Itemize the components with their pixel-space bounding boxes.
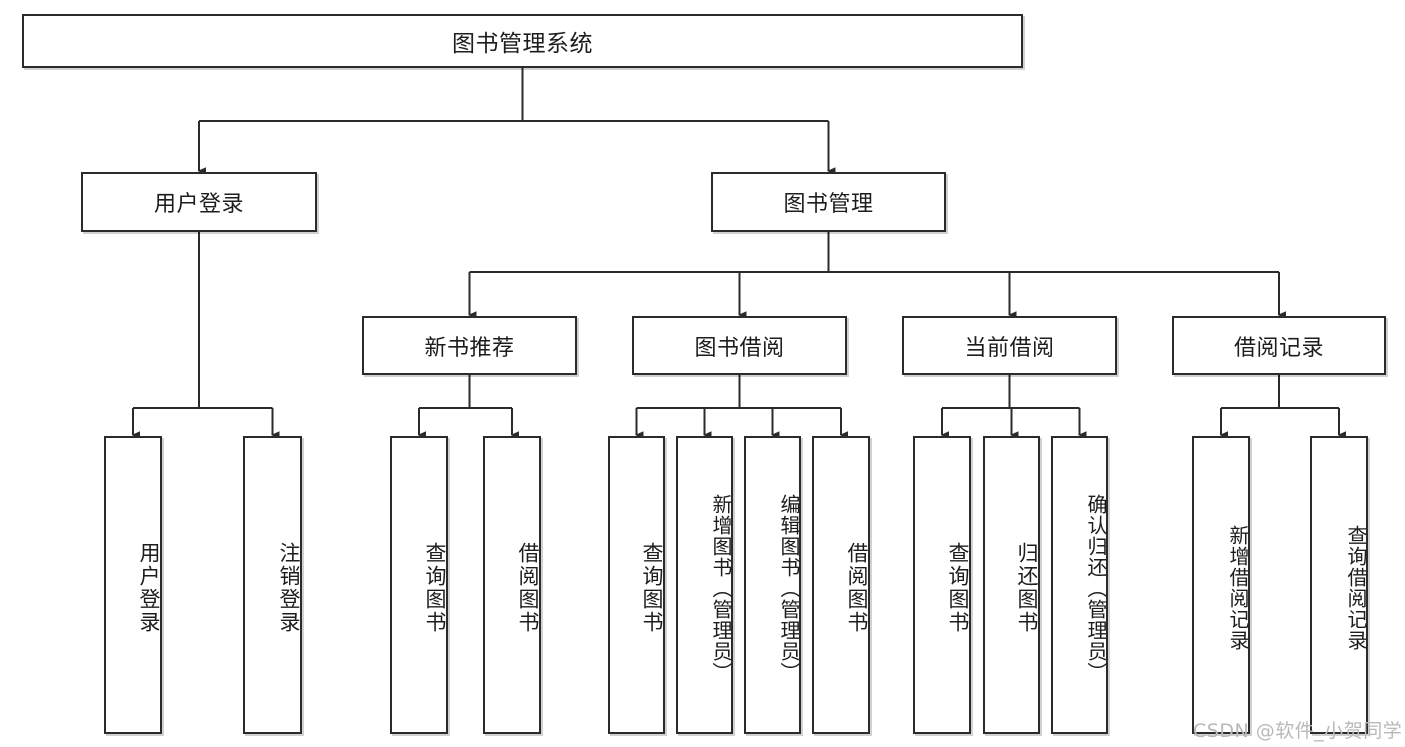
node-label-leaf-query-book-2: 查询图书 — [640, 542, 664, 634]
node-label-new-book-rec: 新书推荐 — [424, 335, 515, 361]
node-leaf-add-record[interactable]: 新增借阅记录 — [1192, 436, 1250, 734]
node-label-user-login: 用户登录 — [153, 192, 244, 217]
node-label-leaf-user-login: 用户登录 — [137, 542, 161, 634]
node-leaf-borrow-book-2[interactable]: 借阅图书 — [812, 436, 870, 734]
node-label-loan-record: 借阅记录 — [1233, 335, 1324, 361]
node-leaf-return-book[interactable]: 归还图书 — [983, 436, 1040, 734]
node-leaf-confirm-return[interactable]: 确认归还（管理员） — [1051, 436, 1108, 734]
node-leaf-user-logout[interactable]: 注销登录 — [243, 436, 302, 734]
node-label-leaf-add-record: 新增借阅记录 — [1226, 525, 1250, 651]
node-label-book-manage: 图书管理 — [783, 192, 874, 217]
node-book-manage[interactable]: 图书管理 — [711, 172, 946, 232]
node-new-book-rec[interactable]: 新书推荐 — [362, 316, 577, 375]
node-book-borrow[interactable]: 图书借阅 — [632, 316, 847, 375]
node-user-login[interactable]: 用户登录 — [81, 172, 317, 232]
node-current-loan[interactable]: 当前借阅 — [902, 316, 1117, 375]
edge-group — [131, 68, 1347, 439]
node-label-leaf-borrow-book-1: 借阅图书 — [516, 542, 540, 634]
node-leaf-edit-book[interactable]: 编辑图书（管理员） — [744, 436, 801, 734]
node-leaf-query-book-1[interactable]: 查询图书 — [390, 436, 448, 734]
node-loan-record[interactable]: 借阅记录 — [1172, 316, 1386, 375]
node-label-leaf-query-book-1: 查询图书 — [423, 542, 447, 634]
node-label-leaf-add-book: 新增图书（管理员） — [709, 493, 733, 683]
node-root[interactable]: 图书管理系统 — [22, 14, 1023, 68]
node-leaf-query-record[interactable]: 查询借阅记录 — [1310, 436, 1368, 734]
node-leaf-user-login[interactable]: 用户登录 — [104, 436, 162, 734]
node-label-book-borrow: 图书借阅 — [694, 335, 785, 361]
node-label-leaf-query-book-3: 查询图书 — [946, 542, 970, 634]
node-label-leaf-edit-book: 编辑图书（管理员） — [777, 493, 801, 683]
node-label-leaf-confirm-return: 确认归还（管理员） — [1084, 493, 1108, 683]
node-label-current-loan: 当前借阅 — [964, 335, 1055, 361]
node-label-leaf-user-logout: 注销登录 — [277, 542, 301, 634]
node-label-leaf-query-record: 查询借阅记录 — [1344, 525, 1368, 651]
node-leaf-query-book-3[interactable]: 查询图书 — [913, 436, 971, 734]
node-leaf-query-book-2[interactable]: 查询图书 — [608, 436, 665, 734]
node-label-leaf-borrow-book-2: 借阅图书 — [845, 542, 869, 634]
node-leaf-borrow-book-1[interactable]: 借阅图书 — [483, 436, 541, 734]
node-label-root: 图书管理系统 — [452, 31, 593, 57]
node-label-leaf-return-book: 归还图书 — [1015, 542, 1039, 634]
node-leaf-add-book[interactable]: 新增图书（管理员） — [676, 436, 733, 734]
